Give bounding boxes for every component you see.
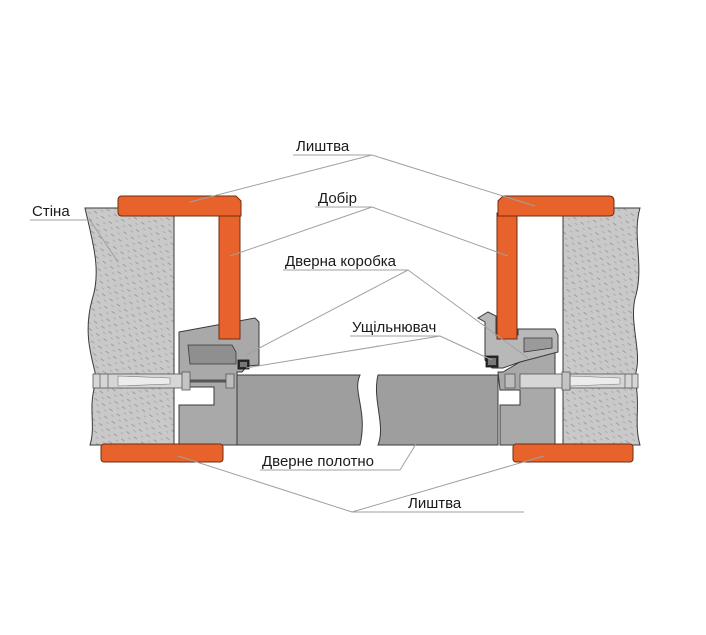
right-seal-inner [488,358,496,365]
label-extension: Добір [318,190,357,207]
left-anchor-bolt [92,371,235,391]
right-profile-groove [523,337,553,353]
label-casing-bottom: Лиштва [408,495,462,512]
right-top-casing [497,195,615,217]
door-leaf-left-part [236,374,363,446]
right-wall [562,207,641,446]
leader-lines [30,154,545,513]
left-wall [84,207,175,446]
right-bottom-casing [512,443,634,463]
label-casing-top: Лиштва [296,138,350,155]
label-door-leaf: Дверне полотно [262,453,374,470]
left-seal-inner [240,362,247,367]
right-extension-board [496,212,518,340]
left-bottom-casing [100,443,224,463]
door-leaf-right-part [376,374,499,446]
label-wall: Стіна [32,203,70,220]
label-seal: Ущільнювач [352,319,436,336]
right-anchor-bolt [504,371,639,391]
left-extension-board [218,214,241,340]
left-top-casing [117,195,242,217]
left-frame-groove [187,344,237,365]
label-door-frame: Дверна коробка [285,253,397,270]
